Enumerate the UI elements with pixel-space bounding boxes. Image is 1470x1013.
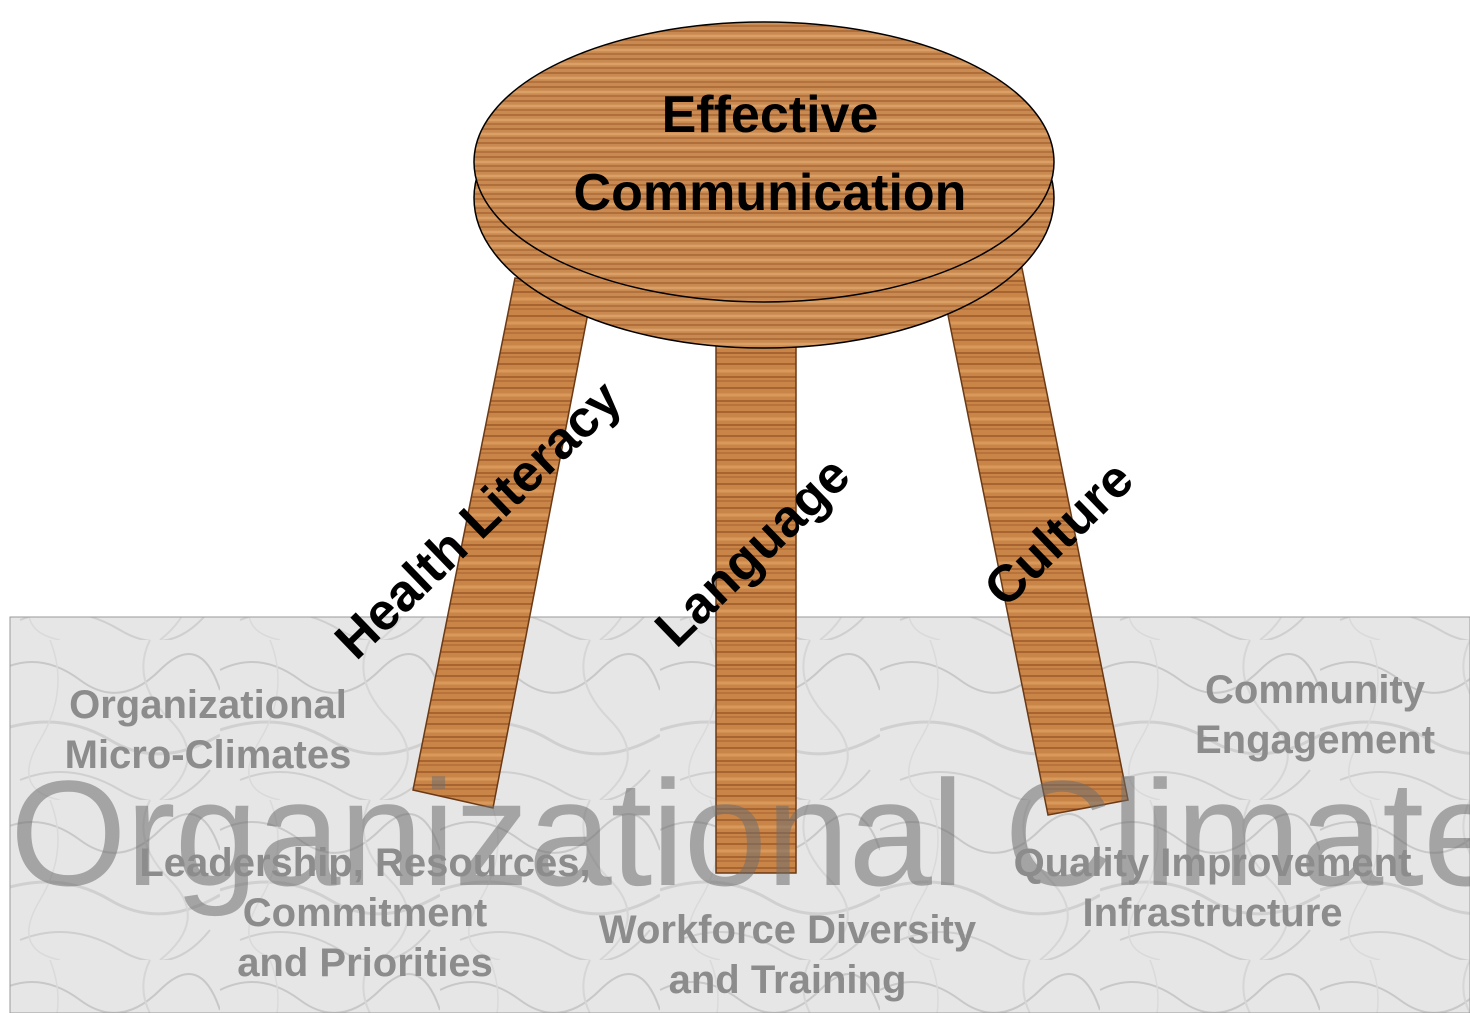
micro-climates-label: Organizational Micro-Climates [18, 680, 398, 780]
community-line2: Engagement [1194, 718, 1436, 762]
seat-title-line2: Communication [573, 164, 967, 222]
leadership-line3: and Priorities [237, 941, 493, 985]
leadership-label: Leadership, Resources, Commitment and Pr… [90, 838, 640, 988]
workforce-label: Workforce Diversity and Training [555, 905, 1020, 1005]
micro-climates-line2: Micro-Climates [64, 733, 352, 777]
middle-leg [715, 329, 797, 874]
quality-improvement-label: Quality Improvement Infrastructure [970, 838, 1455, 938]
organizational-climate-title: Organizational Climate [10, 749, 1470, 917]
seat-title-line1: Effective [661, 86, 879, 144]
workforce-line1: Workforce Diversity [598, 908, 977, 952]
community-engagement-label: Community Engagement [1150, 665, 1470, 765]
micro-climates-line1: Organizational [69, 683, 347, 727]
leadership-line2: Commitment [242, 891, 488, 935]
community-line1: Community [1205, 668, 1425, 712]
seat-top [473, 21, 1055, 303]
workforce-line2: and Training [668, 958, 907, 1002]
seat-title: Effective Communication [470, 76, 1070, 232]
quality-line1: Quality Improvement [1013, 841, 1412, 885]
leadership-line1: Leadership, Resources, [139, 841, 591, 885]
quality-line2: Infrastructure [1082, 891, 1343, 935]
